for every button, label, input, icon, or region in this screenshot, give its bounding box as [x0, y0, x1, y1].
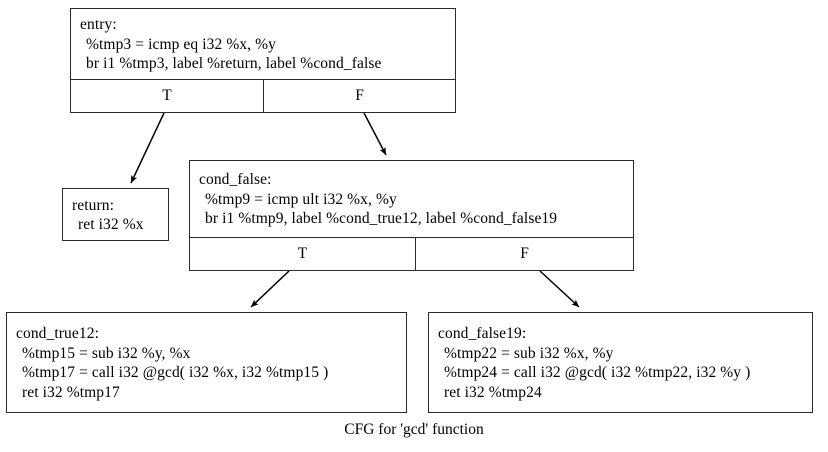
- node-cond-false19[interactable]: cond_false19: %tmp22 = sub i32 %x, %y %t…: [428, 312, 813, 413]
- edge-cond-false-false-to-cond-false19: [539, 270, 580, 308]
- node-cond-false-ports: T F: [190, 237, 633, 270]
- node-cond-false19-line-3: ret i32 %tmp24: [444, 383, 542, 401]
- node-cond-true12[interactable]: cond_true12: %tmp15 = sub i32 %y, %x %tm…: [6, 312, 407, 413]
- node-cond-true12-body: cond_true12: %tmp15 = sub i32 %y, %x %tm…: [7, 313, 406, 412]
- node-return-body: return: ret i32 %x: [63, 189, 168, 240]
- node-entry-port-false[interactable]: F: [355, 87, 364, 105]
- node-entry-port-true[interactable]: T: [71, 80, 264, 112]
- edge-entry-false-to-cond-false: [363, 112, 387, 156]
- node-entry-line-2: br i1 %tmp3, label %return, label %cond_…: [86, 55, 382, 73]
- node-cond-false-port-true[interactable]: T: [190, 238, 416, 270]
- node-cond-false[interactable]: cond_false: %tmp9 = icmp ult i32 %x, %y …: [189, 160, 634, 271]
- node-cond-true12-line-2: %tmp17 = call i32 @gcd( i32 %x, i32 %tmp…: [22, 364, 329, 381]
- graph-caption: CFG for 'gcd' function: [344, 421, 484, 438]
- node-entry-line-1: %tmp3 = icmp eq i32 %x, %y: [86, 35, 276, 53]
- node-cond-false19-body: cond_false19: %tmp22 = sub i32 %x, %y %t…: [429, 313, 812, 412]
- node-entry-body: entry: %tmp3 = icmp eq i32 %x, %y br i1 …: [71, 9, 455, 79]
- node-entry[interactable]: entry: %tmp3 = icmp eq i32 %x, %y br i1 …: [70, 8, 456, 113]
- node-cond-false-body: cond_false: %tmp9 = icmp ult i32 %x, %y …: [190, 161, 633, 237]
- node-return[interactable]: return: ret i32 %x: [62, 188, 169, 241]
- node-cond-false19-line-1: %tmp22 = sub i32 %x, %y: [444, 344, 614, 362]
- node-cond-false19-line-2: %tmp24 = call i32 @gcd( i32 %tmp22, i32 …: [444, 364, 751, 381]
- node-entry-line-0: entry:: [80, 16, 117, 34]
- node-return-line-0: return:: [72, 196, 115, 214]
- node-cond-true12-line-1: %tmp15 = sub i32 %y, %x: [22, 344, 191, 362]
- node-cond-true12-line-3: ret i32 %tmp17: [22, 383, 120, 401]
- node-cond-false-line-0: cond_false:: [199, 171, 272, 189]
- node-entry-ports: T F: [71, 79, 455, 112]
- edge-cond-false-true-to-cond-true12: [250, 270, 290, 308]
- node-cond-true12-line-0: cond_true12:: [16, 325, 99, 342]
- node-cond-false-line-2: br i1 %tmp9, label %cond_true12, label %…: [205, 210, 558, 228]
- node-cond-false-line-1: %tmp9 = icmp ult i32 %x, %y: [205, 190, 397, 208]
- node-cond-false19-line-0: cond_false19:: [438, 325, 527, 342]
- edge-entry-true-to-return: [130, 112, 165, 184]
- node-cond-false-port-false[interactable]: F: [520, 245, 529, 263]
- node-return-line-1: ret i32 %x: [78, 216, 144, 233]
